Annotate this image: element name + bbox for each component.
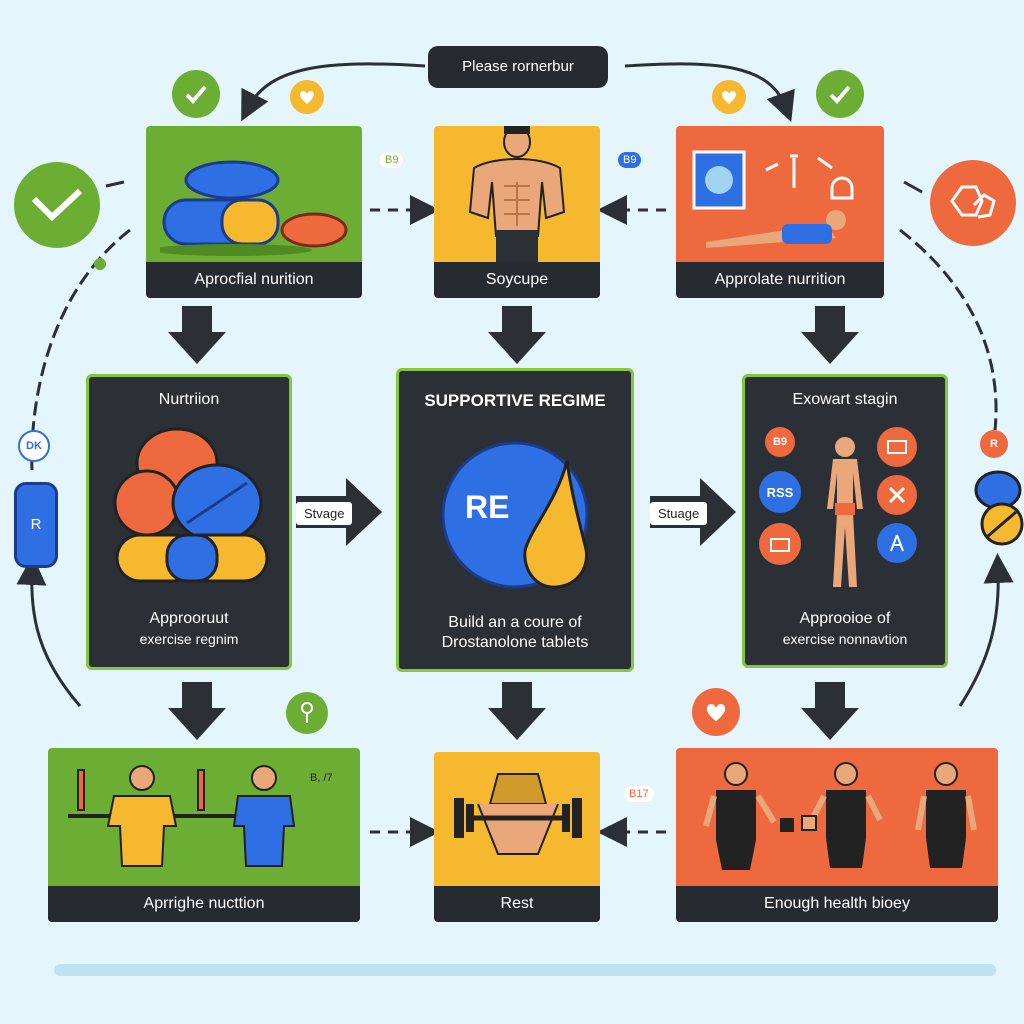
- card-middle-right-line1: Approoioe of: [799, 610, 891, 627]
- pills-icon: [160, 160, 348, 256]
- down-arrow-2: [488, 306, 546, 364]
- card-top-left-caption: Aprocfial nurition: [146, 262, 362, 298]
- mini-badge-left: B9: [380, 152, 404, 168]
- compass-badge-icon: [877, 523, 917, 563]
- capsule-icon-right: [974, 470, 1024, 546]
- arc-right-bottom: [958, 553, 1014, 707]
- side-small-badge-left: DK: [18, 430, 50, 462]
- card-bottom-center-caption: Rest: [434, 886, 600, 922]
- card-middle-center-line2: Drostanolone tablets: [441, 634, 589, 651]
- side-pill-left: R: [14, 482, 58, 568]
- card-top-right-caption: Approlate nurrition: [676, 262, 884, 298]
- bottom-left-tag: B, /7: [310, 772, 333, 784]
- lock-badge-icon: [759, 523, 801, 565]
- card-middle-center: SUPPORTIVE REGIME RE Build an a coure of…: [396, 368, 634, 672]
- standing-man-icon: [827, 437, 863, 587]
- down-arrow-4: [168, 682, 226, 740]
- check-circle-icon-large: [14, 162, 100, 248]
- stage-label-right: Stuage: [650, 502, 708, 525]
- supplement-badge-icon: [441, 441, 589, 589]
- arc-left-bottom: [16, 555, 82, 707]
- screen-badge-icon: [877, 427, 917, 467]
- mini-badge-right: B9: [618, 152, 642, 168]
- card-top-center-caption: Soycupe: [434, 262, 600, 298]
- dumbbell-men-icon: [703, 762, 977, 870]
- center-badge-icon: RSS: [759, 471, 801, 513]
- small-badge-icon: B9: [765, 427, 795, 457]
- card-bottom-left: B, /7 Aprrighe nucttion: [48, 748, 360, 922]
- down-arrow-3: [801, 306, 859, 364]
- hexagon-circle-icon: [930, 160, 1016, 246]
- card-top-right: Approlate nurrition: [676, 126, 884, 298]
- supplement-badge-text: RE: [465, 489, 510, 525]
- arc-right-side: [899, 228, 998, 431]
- card-middle-right: Exowart stagin B9 RSS Approoioe of exerc…: [742, 374, 948, 668]
- card-middle-left-line1: Approoruut: [149, 610, 229, 627]
- pin-badge-icon: [286, 692, 328, 734]
- card-middle-center-line1: Build an a coure of: [448, 614, 582, 631]
- mini-badge-bottom: B17: [624, 786, 654, 802]
- header-label: Please rornerbur: [428, 46, 608, 88]
- stage-label-left: Stvage: [296, 502, 353, 525]
- small-green-dot: [94, 258, 106, 270]
- check-icon: [172, 70, 220, 118]
- arc-top-left: [241, 62, 426, 122]
- heart-badge-icon-right: [712, 80, 746, 114]
- card-middle-right-line2: exercise nonnavtion: [782, 631, 908, 647]
- weightlifting-men-icon: [68, 765, 296, 867]
- arc-top-right: [624, 62, 795, 123]
- card-top-left: Aprocfial nurition: [146, 126, 362, 298]
- close-badge-icon: [877, 475, 917, 515]
- muscle-man-icon: [468, 126, 566, 262]
- tablets-icon: [113, 427, 269, 583]
- card-bottom-right-caption: Enough health bioey: [676, 886, 998, 922]
- plank-exercise-icon: [692, 150, 854, 248]
- card-middle-left-title: Nurtriion: [158, 391, 220, 408]
- card-top-center: Soycupe: [434, 126, 600, 298]
- card-middle-right-title: Exowart stagin: [792, 391, 898, 408]
- down-arrow-1: [168, 306, 226, 364]
- down-arrow-6: [801, 682, 859, 740]
- card-middle-left: Nurtriion Approoruut exercise regnim: [86, 374, 292, 670]
- barbell-icon: [454, 773, 582, 855]
- check-icon-right: [816, 70, 864, 118]
- down-arrow-5: [488, 682, 546, 740]
- heart-badge-icon: [290, 80, 324, 114]
- card-middle-center-title: SUPPORTIVE REGIME: [424, 391, 606, 410]
- card-bottom-left-caption: Aprrighe nucttion: [48, 886, 360, 922]
- card-bottom-center: Rest: [434, 752, 600, 922]
- card-middle-left-line2: exercise regnim: [139, 631, 239, 647]
- card-bottom-right: Enough health bioey: [676, 748, 998, 922]
- heart-badge-icon-bottom: [692, 688, 740, 736]
- side-small-badge-right: R: [980, 430, 1008, 458]
